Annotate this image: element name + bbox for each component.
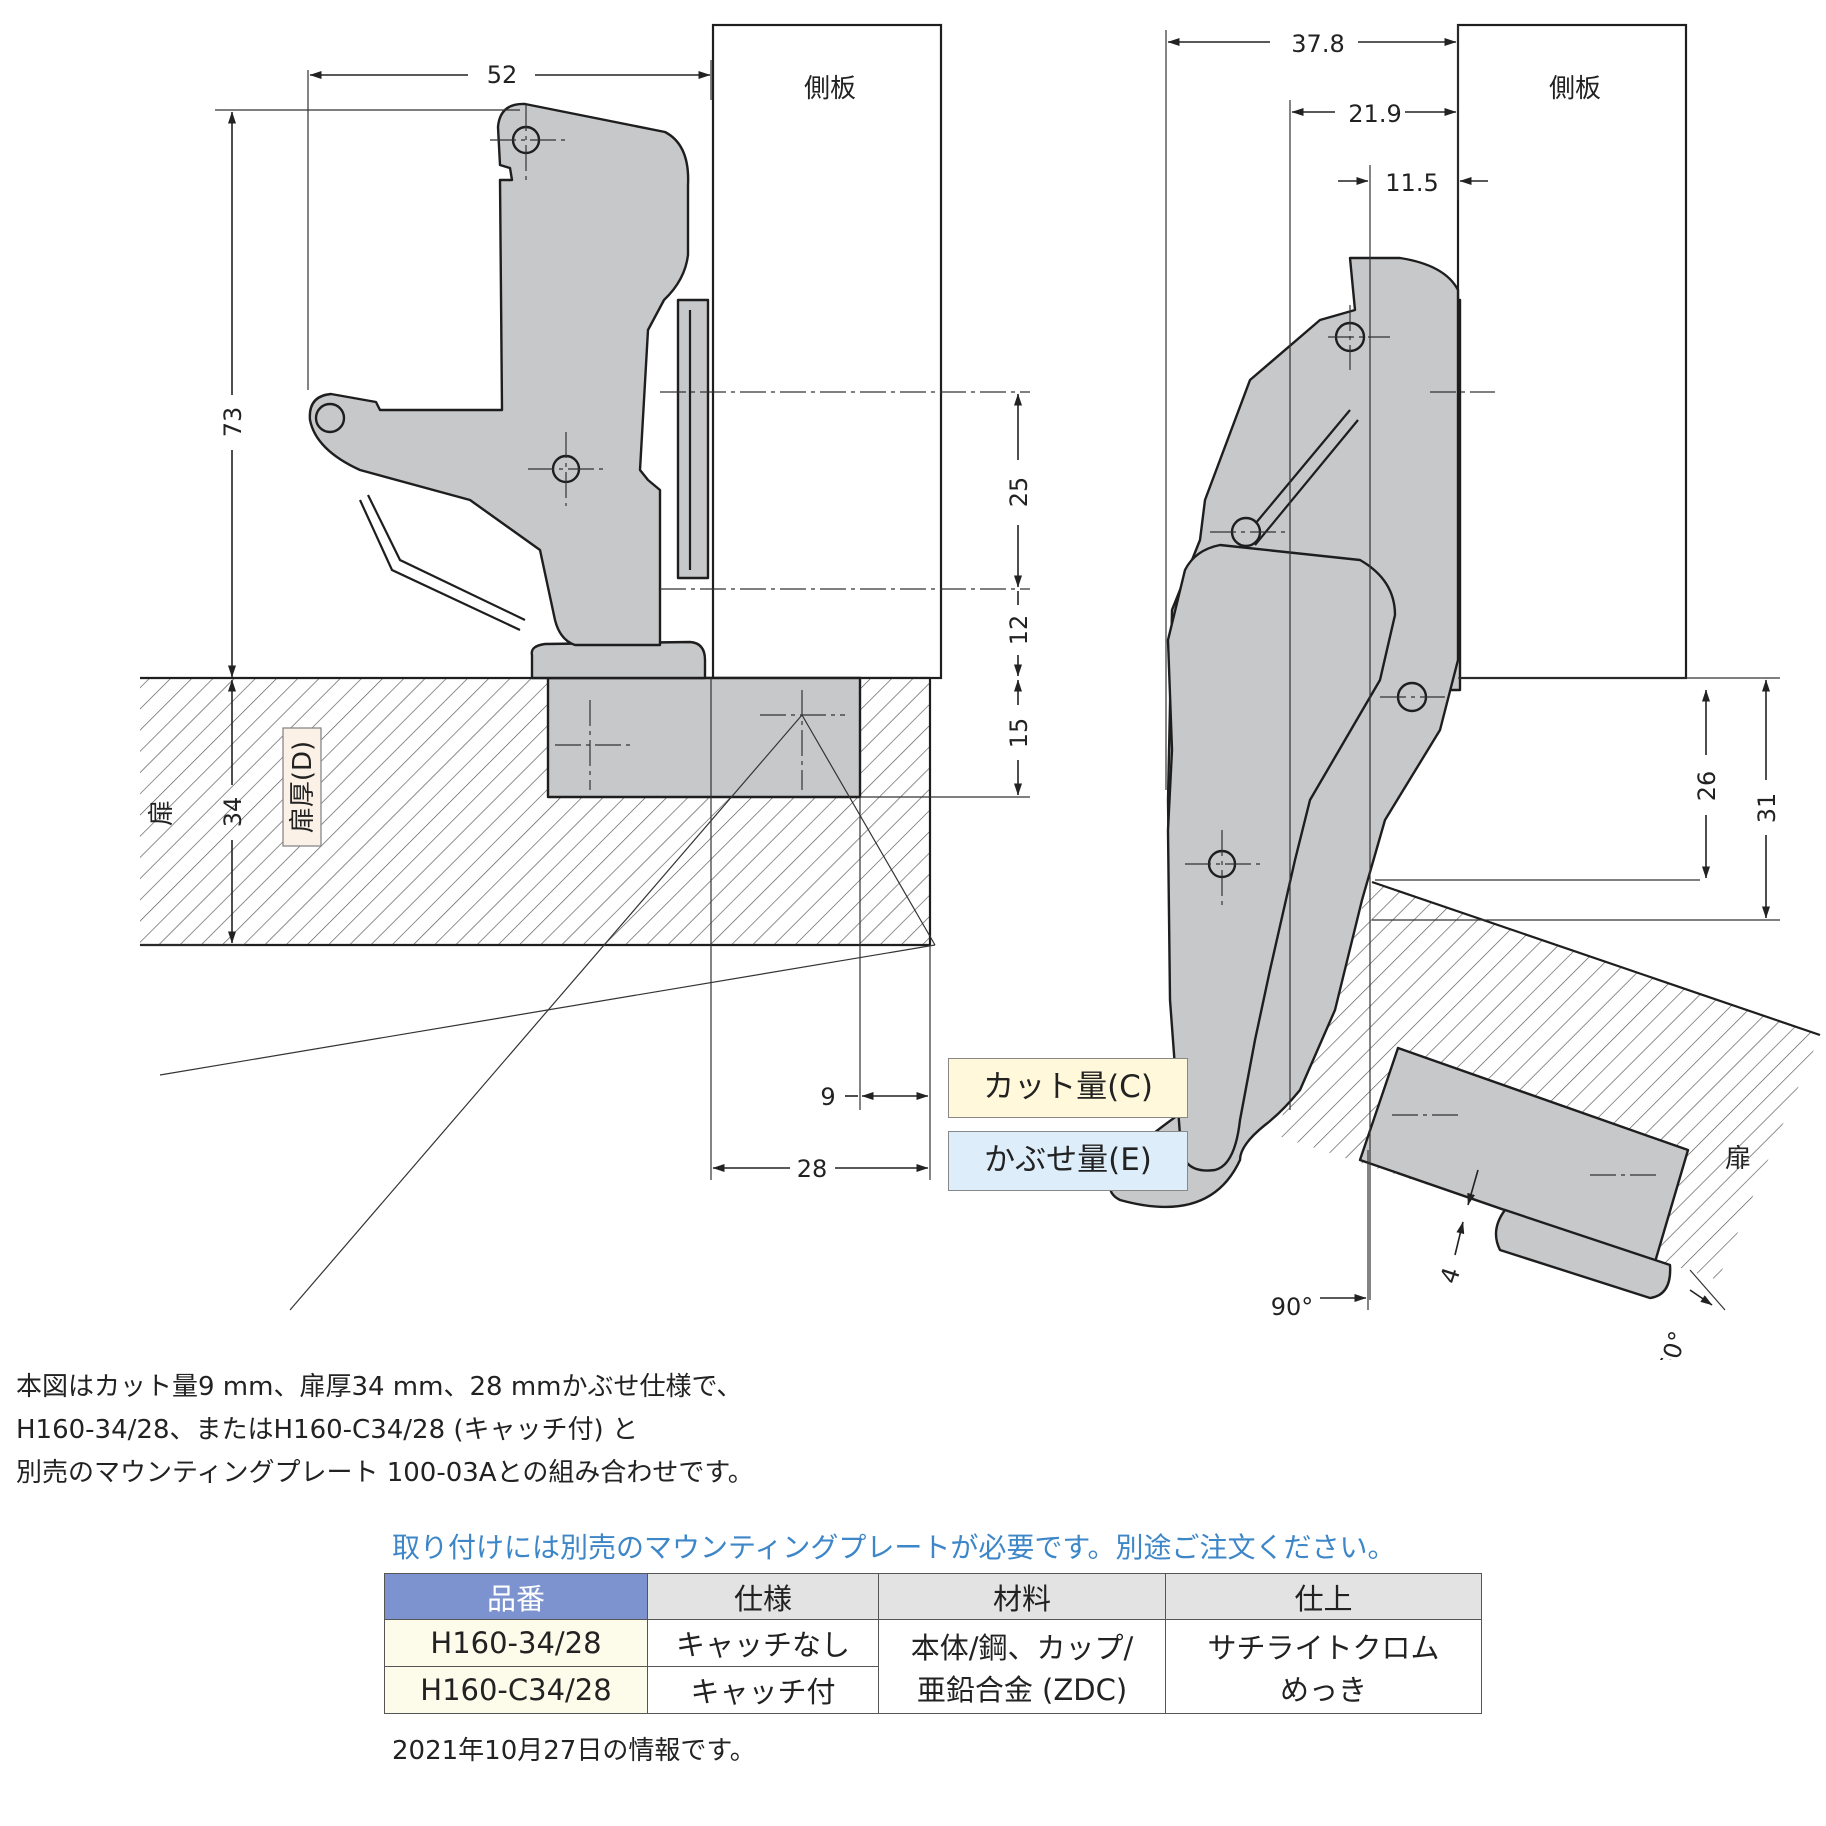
mounting-plate-warning: 取り付けには別売のマウンティングプレートが必要です。別途ご注文ください。 — [392, 1531, 1396, 1564]
finish-cell: サチライトクロム めっき — [1165, 1619, 1482, 1714]
dim-28: 28 — [797, 1155, 828, 1183]
hinge-technical-drawing: 52 73 34 扉厚(D) 側板 扉 25 12 15 9 — [140, 23, 1821, 1360]
dim-31: 31 — [1753, 793, 1781, 824]
note-line-1: 本図はカット量9 mm、扉厚34 mm、28 mmかぶせ仕様で、 — [16, 1372, 743, 1402]
cut-amount-label: カット量(C) — [948, 1058, 1188, 1118]
info-date-footer: 2021年10月27日の情報です。 — [392, 1736, 756, 1766]
material-line-2: 亜鉛合金 (ZDC) — [916, 1672, 1128, 1707]
spec-table: 品番 仕様 材料 仕上 H160-34/28 キャッチなし 本体/鋼、カップ/ … — [384, 1573, 1482, 1714]
description-note: 本図はカット量9 mm、扉厚34 mm、28 mmかぶせ仕様で、 H160-34… — [16, 1366, 754, 1495]
overlay-amount-label: かぶせ量(E) — [948, 1131, 1188, 1191]
header-material: 材料 — [878, 1573, 1166, 1620]
dim-12: 12 — [1005, 615, 1033, 646]
door-right — [1275, 882, 1820, 1280]
hinge-cup-left — [546, 676, 862, 799]
finish-line-1: サチライトクロム — [1207, 1630, 1440, 1665]
material-cell: 本体/鋼、カップ/ 亜鉛合金 (ZDC) — [878, 1619, 1166, 1714]
note-line-2: H160-34/28、またはH160-C34/28 (キャッチ付) と — [16, 1415, 638, 1445]
door-label-left: 扉 — [147, 800, 177, 826]
header-finish: 仕上 — [1165, 1573, 1482, 1620]
right-view-open: 側板 扉 37.8 — [1108, 23, 1821, 1360]
table-row: H160-C34/28 キャッチ付 — [384, 1666, 1482, 1714]
dim-4: 4 — [1435, 1264, 1466, 1287]
dim-9: 9 — [820, 1083, 835, 1111]
angle-90: 90° — [1271, 1293, 1314, 1321]
angle-160: 160° — [1648, 1328, 1692, 1360]
header-spec: 仕様 — [647, 1573, 879, 1620]
table-row: H160-34/28 キャッチなし 本体/鋼、カップ/ 亜鉛合金 (ZDC) サ… — [384, 1619, 1482, 1714]
dim-26: 26 — [1693, 771, 1721, 802]
part-number-cell: H160-C34/28 — [384, 1666, 648, 1714]
hinge-arm-left — [308, 102, 690, 647]
side-panel-label-right: 側板 — [1549, 74, 1601, 104]
dim-11-5: 11.5 — [1385, 169, 1438, 197]
header-part-number: 品番 — [384, 1573, 648, 1620]
table-header-row: 品番 仕様 材料 仕上 — [384, 1573, 1482, 1620]
dim-73: 73 — [219, 407, 247, 438]
spec-cell: キャッチ付 — [647, 1666, 879, 1714]
door-label-right: 扉 — [1725, 1144, 1751, 1174]
pivot-lower-left — [314, 402, 346, 434]
side-panel-label-left: 側板 — [804, 74, 856, 104]
spec-cell: キャッチなし — [647, 1619, 879, 1667]
dim-34: 34 — [219, 797, 247, 828]
side-panel-right — [1456, 23, 1688, 680]
left-view-closed: 52 73 34 扉厚(D) 側板 扉 25 12 15 9 — [140, 23, 1033, 1311]
dim-15: 15 — [1005, 718, 1033, 749]
dim-25: 25 — [1005, 477, 1033, 508]
finish-line-2: めっき — [1279, 1672, 1367, 1707]
side-panel-left — [711, 23, 943, 680]
note-line-3: 別売のマウンティングプレート 100-03Aとの組み合わせです。 — [16, 1458, 754, 1488]
dim-21-9: 21.9 — [1348, 100, 1401, 128]
dim-52: 52 — [487, 61, 518, 89]
part-number-cell: H160-34/28 — [384, 1619, 648, 1667]
dim-37-8: 37.8 — [1291, 30, 1344, 58]
door-thickness-label: 扉厚(D) — [288, 741, 318, 833]
material-line-1: 本体/鋼、カップ/ — [910, 1630, 1134, 1665]
